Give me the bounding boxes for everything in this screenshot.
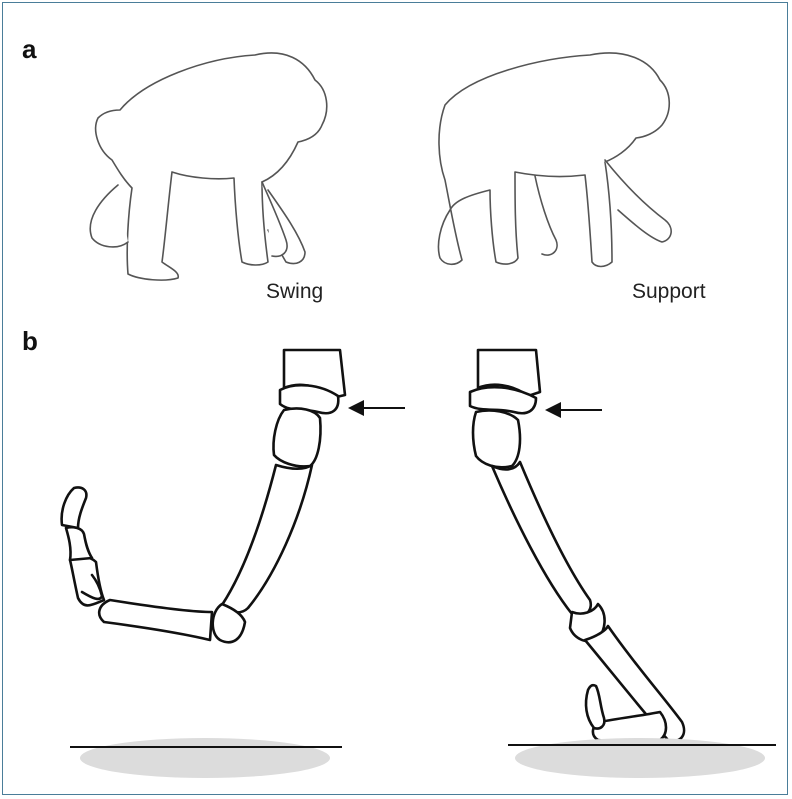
skeleton-support bbox=[470, 350, 684, 742]
phalanx-joint-2-swing bbox=[66, 527, 92, 560]
chimp-swing-outline bbox=[90, 53, 326, 280]
ground-shadow-left bbox=[80, 738, 330, 778]
metacarpal-swing bbox=[222, 465, 312, 612]
skeleton-swing bbox=[62, 350, 345, 642]
panel-b-letter: b bbox=[22, 326, 38, 356]
carpal-row-distal-swing bbox=[273, 408, 320, 466]
distal-phalanx-swing bbox=[62, 487, 87, 528]
distal-phalanx-support bbox=[586, 685, 604, 728]
joint-arrow-left bbox=[348, 400, 405, 416]
support-caption: Support bbox=[632, 280, 706, 303]
proximal-phalanx-swing bbox=[99, 600, 212, 640]
joint-arrow-right bbox=[545, 402, 602, 418]
carpal-row-distal-support bbox=[473, 410, 520, 467]
panel-a-letter: a bbox=[22, 34, 37, 64]
metacarpal-support bbox=[492, 462, 591, 616]
swing-caption: Swing bbox=[266, 280, 323, 303]
chimp-support-outline bbox=[438, 53, 671, 267]
